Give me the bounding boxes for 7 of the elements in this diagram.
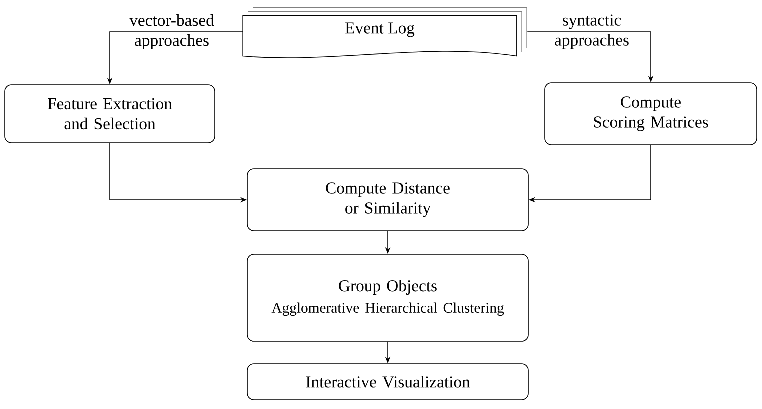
process-box: Compute Distance or Similarity	[247, 168, 529, 232]
process-box: Interactive Visualization	[247, 364, 529, 400]
process-box: Feature Extraction and Selection	[4, 84, 216, 144]
edge-label: syntactic approaches	[555, 14, 629, 50]
process-box: Group Objects Agglomerative Hierarchical Clustering	[247, 254, 529, 342]
process-box: Compute Scoring Matrices	[544, 82, 758, 146]
edge-label: vector-based approaches	[130, 14, 214, 50]
